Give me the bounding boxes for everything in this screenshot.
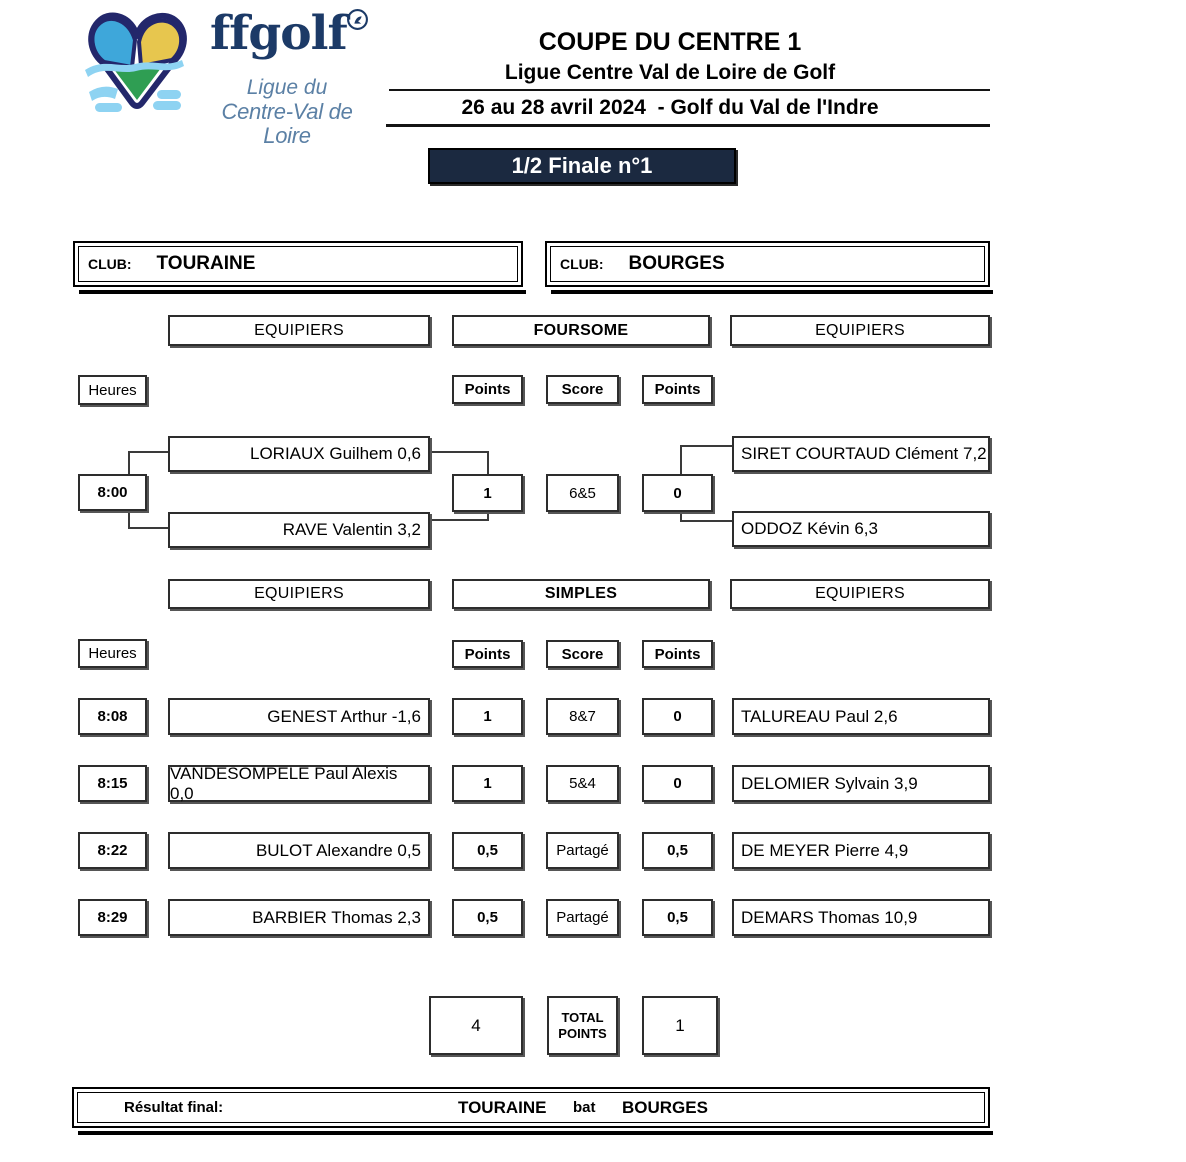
- singles-home-player: VANDESOMPELE Paul Alexis 0,0: [168, 764, 430, 803]
- singles-home-points: 0,5: [452, 899, 523, 936]
- foursome-away-player-1: SIRET COURTAUD Clément 7,2: [732, 436, 990, 472]
- connector-line: [128, 451, 168, 453]
- final-result-box: Résultat final: TOURAINE bat BOURGES: [72, 1087, 990, 1128]
- foursome-home-equipiers-header: EQUIPIERS: [168, 315, 430, 346]
- connector-line: [128, 511, 130, 529]
- singles-away-points: 0,5: [642, 832, 713, 869]
- singles-hours-label: Heures: [78, 639, 147, 668]
- singles-time: 8:29: [78, 899, 147, 936]
- final-result-loser: BOURGES: [622, 1097, 708, 1117]
- competition-title: COUPE DU CENTRE 1: [538, 28, 802, 56]
- singles-away-points: 0: [642, 765, 713, 802]
- singles-away-player: TALUREAU Paul 2,6: [732, 698, 990, 735]
- singles-home-points-label: Points: [452, 640, 523, 668]
- foursome-header: FOURSOME: [452, 315, 710, 346]
- final-result-verb: bat: [573, 1099, 596, 1116]
- logo-subtitle-line2: Centre-Val de Loire: [221, 98, 353, 149]
- singles-score: Partagé: [546, 899, 619, 936]
- total-points-label-line1: TOTAL: [561, 1009, 604, 1025]
- foursome-away-equipiers-header: EQUIPIERS: [730, 315, 990, 346]
- foursome-score-label: Score: [546, 375, 619, 404]
- away-club-name: BOURGES: [628, 253, 725, 274]
- connector-line: [487, 451, 489, 474]
- connector-line: [487, 512, 489, 521]
- singles-home-points: 0,5: [452, 832, 523, 869]
- singles-score-label: Score: [546, 640, 619, 668]
- singles-home-player: BARBIER Thomas 2,3: [168, 899, 430, 936]
- connector-line: [128, 451, 130, 474]
- home-club-name: TOURAINE: [156, 253, 256, 274]
- final-result-shadow: [78, 1131, 993, 1135]
- foursome-away-player-2: ODDOZ Kévin 6,3: [732, 511, 990, 547]
- singles-score: Partagé: [546, 832, 619, 869]
- foursome-home-player-2: RAVE Valentin 3,2: [168, 512, 430, 548]
- singles-score: 8&7: [546, 698, 619, 735]
- home-club-shadow: [79, 290, 526, 294]
- connector-line: [430, 451, 489, 453]
- foursome-hours-label: Heures: [78, 375, 147, 405]
- singles-home-player: GENEST Arthur -1,6: [168, 698, 430, 735]
- foursome-home-points: 1: [452, 474, 523, 512]
- home-total-points: 4: [429, 996, 523, 1055]
- connector-line: [680, 520, 732, 522]
- header-divider-top: [389, 89, 990, 91]
- singles-away-equipiers-header: EQUIPIERS: [730, 579, 990, 609]
- foursome-time: 8:00: [78, 474, 147, 511]
- connector-line: [430, 519, 489, 521]
- singles-away-points: 0,5: [642, 899, 713, 936]
- date-venue: 26 au 28 avril 2024 - Golf du Val de l'I…: [461, 96, 879, 119]
- connector-line: [128, 527, 168, 529]
- singles-home-equipiers-header: EQUIPIERS: [168, 579, 430, 609]
- final-result-label: Résultat final:: [124, 1099, 224, 1116]
- rooster-registered-icon: [347, 9, 368, 30]
- singles-away-player: DELOMIER Sylvain 3,9: [732, 765, 990, 802]
- round-banner: 1/2 Finale n°1: [428, 148, 736, 184]
- total-points-label-line2: POINTS: [558, 1025, 607, 1041]
- singles-away-points: 0: [642, 698, 713, 735]
- ffgolf-heart-logo-icon: [85, 12, 187, 112]
- singles-score: 5&4: [546, 765, 619, 802]
- foursome-home-points-label: Points: [452, 375, 523, 404]
- away-club-box: CLUB: BOURGES: [545, 241, 990, 287]
- away-club-label: CLUB:: [560, 256, 604, 272]
- total-points-label: TOTAL POINTS: [547, 996, 618, 1055]
- connector-line: [680, 512, 682, 522]
- foursome-score: 6&5: [546, 474, 619, 512]
- ffgolf-wordmark: ffgolf: [210, 6, 348, 61]
- logo-subtitle: Ligue du Centre-Val de Loire: [196, 76, 378, 149]
- singles-time: 8:15: [78, 765, 147, 802]
- final-result-winner: TOURAINE: [458, 1097, 547, 1117]
- singles-home-points: 1: [452, 765, 523, 802]
- away-total-points: 1: [642, 996, 718, 1055]
- simples-header: SIMPLES: [452, 579, 710, 609]
- home-club-box: CLUB: TOURAINE: [73, 241, 523, 287]
- singles-away-player: DEMARS Thomas 10,9: [732, 899, 990, 936]
- connector-line: [680, 445, 732, 447]
- foursome-away-points-label: Points: [642, 375, 713, 404]
- singles-time: 8:08: [78, 698, 147, 735]
- foursome-home-player-1: LORIAUX Guilhem 0,6: [168, 436, 430, 472]
- singles-home-player: BULOT Alexandre 0,5: [168, 832, 430, 869]
- header-divider-bottom: [386, 124, 990, 127]
- connector-line: [680, 445, 682, 474]
- league-subtitle: Ligue Centre Val de Loire de Golf: [504, 61, 836, 84]
- singles-home-points: 1: [452, 698, 523, 735]
- singles-away-player: DE MEYER Pierre 4,9: [732, 832, 990, 869]
- logo-subtitle-line1: Ligue du: [246, 76, 328, 99]
- home-club-label: CLUB:: [88, 256, 132, 272]
- singles-time: 8:22: [78, 832, 147, 869]
- away-club-shadow: [551, 290, 993, 294]
- singles-away-points-label: Points: [642, 640, 713, 668]
- foursome-away-points: 0: [642, 474, 713, 512]
